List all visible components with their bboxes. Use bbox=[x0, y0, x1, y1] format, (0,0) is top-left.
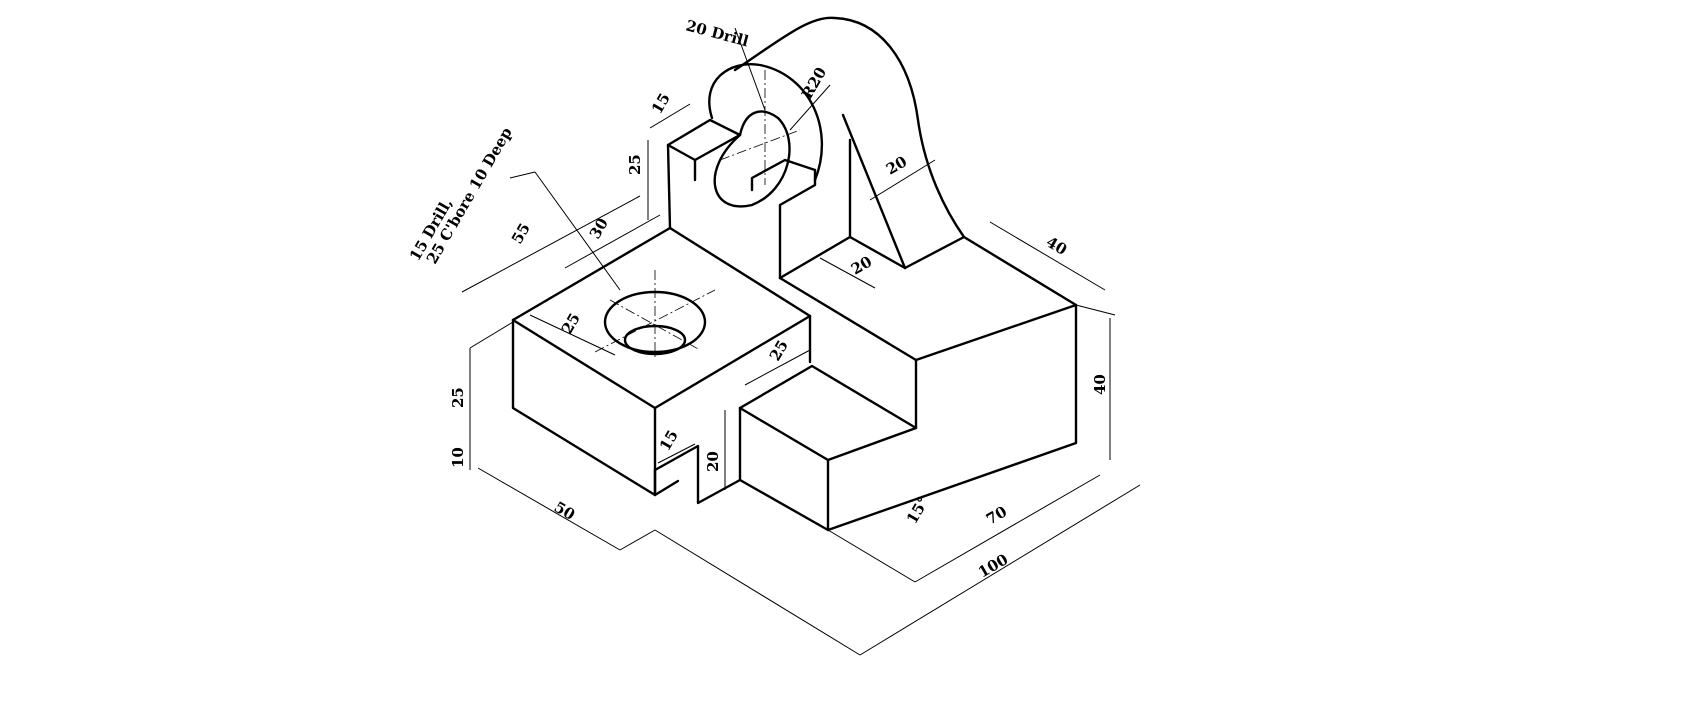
label-angle: 15° bbox=[903, 493, 933, 527]
slot-edge bbox=[653, 479, 680, 497]
label-25-upright: 25 bbox=[626, 154, 644, 175]
label-r20: R20 bbox=[798, 64, 830, 102]
dimension-lines bbox=[461, 27, 1141, 656]
label-10: 10 bbox=[449, 447, 467, 468]
label-20-slot: 20 bbox=[704, 451, 722, 472]
top-curve bbox=[733, 16, 966, 239]
label-20-rib-base: 20 bbox=[848, 252, 875, 278]
dimension-labels: 20 Drill R20 15 25 20 20 55 30 15 Drill,… bbox=[406, 16, 1109, 581]
part-outline bbox=[511, 16, 1078, 532]
label-100: 100 bbox=[975, 550, 1011, 581]
left-block-front bbox=[511, 318, 657, 497]
step-front bbox=[738, 458, 830, 532]
label-40-height: 40 bbox=[1091, 374, 1109, 395]
mid-face bbox=[778, 276, 918, 362]
label-15-slot: 15 bbox=[656, 427, 682, 454]
rib bbox=[841, 113, 907, 270]
center-lines bbox=[594, 70, 801, 360]
label-40-depth: 40 bbox=[1043, 233, 1070, 259]
label-30: 30 bbox=[586, 215, 612, 242]
label-70: 70 bbox=[983, 502, 1010, 528]
label-25-hole: 25 bbox=[558, 310, 584, 337]
label-20-drill: 20 Drill bbox=[684, 16, 751, 50]
label-55: 55 bbox=[508, 220, 534, 247]
slot bbox=[653, 406, 742, 505]
step-block bbox=[738, 364, 918, 462]
label-25-left: 25 bbox=[449, 387, 467, 408]
upright-notch bbox=[750, 158, 817, 192]
upright bbox=[666, 118, 742, 230]
label-15-top: 15 bbox=[648, 90, 674, 117]
boss-arc bbox=[708, 63, 824, 182]
hole-arc bbox=[713, 110, 791, 208]
label-20-rib: 20 bbox=[883, 152, 910, 178]
base-top bbox=[778, 235, 1078, 307]
label-note-2: 25 C'bore 10 Deep bbox=[423, 124, 516, 267]
label-50: 50 bbox=[551, 498, 578, 524]
step-riser bbox=[826, 303, 1078, 532]
